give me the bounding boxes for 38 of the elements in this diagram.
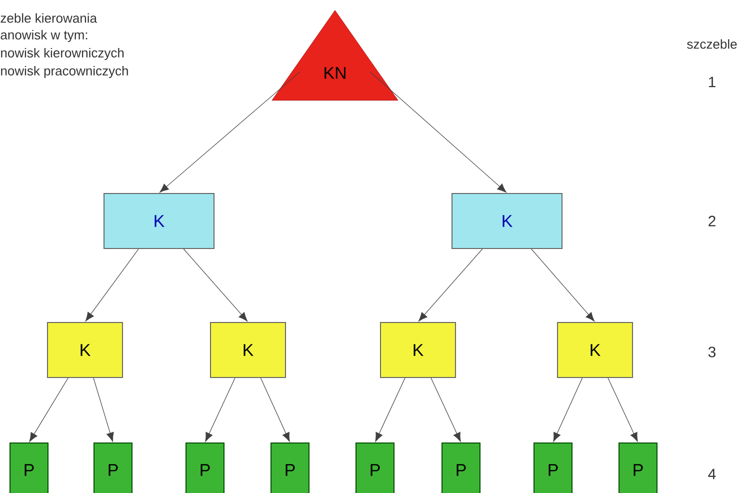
- worker-box: P: [270, 442, 310, 493]
- arrow: [260, 378, 290, 442]
- arrow: [370, 72, 506, 193]
- note-text: nowisk kierowniczych: [1, 48, 124, 60]
- manager-box: K: [380, 322, 456, 378]
- level-number: 2: [708, 216, 716, 226]
- note-text: nowisk pracowniczych: [1, 66, 128, 78]
- worker-box: P: [442, 442, 480, 493]
- arrow: [93, 378, 114, 442]
- level-number: 4: [708, 468, 716, 480]
- manager-box: K: [452, 193, 562, 249]
- arrow: [531, 248, 595, 322]
- worker-box: P: [94, 442, 132, 493]
- manager-box: K: [104, 193, 214, 249]
- worker-box: P: [10, 442, 48, 493]
- apex-triangle: KN: [272, 10, 398, 101]
- manager-box: K: [47, 322, 123, 378]
- worker-box: P: [534, 442, 572, 493]
- arrow: [29, 378, 68, 442]
- arrow: [160, 72, 300, 193]
- worker-box: P: [618, 442, 658, 493]
- arrow: [553, 378, 583, 442]
- arrow: [205, 378, 236, 442]
- manager-box: K: [210, 322, 286, 378]
- arrow: [375, 378, 406, 442]
- worker-box: P: [356, 442, 394, 493]
- arrow: [418, 248, 483, 322]
- arrow: [608, 378, 638, 442]
- arrow: [183, 248, 248, 322]
- level-number: 3: [708, 346, 716, 358]
- note-text: anowisk w tym:: [0, 30, 88, 42]
- column-heading: szczeble: [687, 39, 737, 49]
- manager-box: K: [557, 322, 633, 378]
- level-number: 1: [708, 76, 716, 88]
- arrow: [430, 378, 461, 442]
- arrow: [85, 248, 139, 322]
- worker-box: P: [186, 442, 224, 493]
- note-text: zeble kierowania: [0, 13, 97, 23]
